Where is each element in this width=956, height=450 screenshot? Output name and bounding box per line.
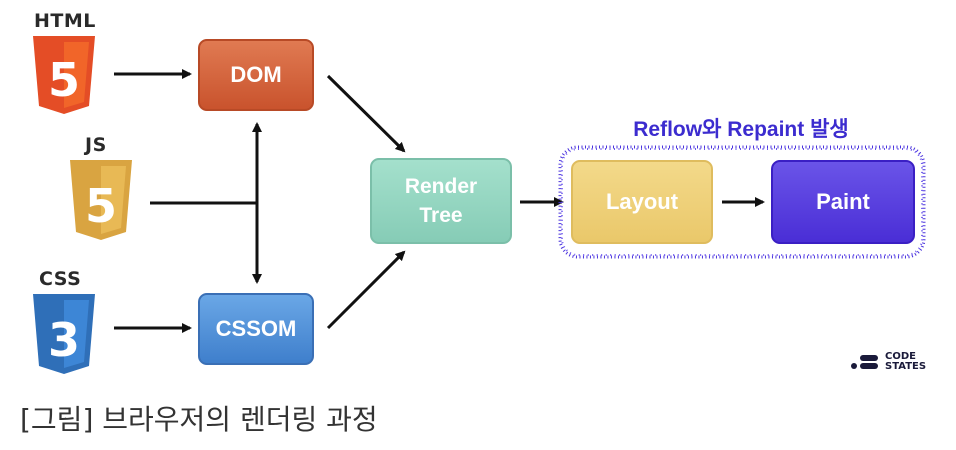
css3-number: 3 — [48, 313, 80, 367]
css3-logo-icon: 3 — [33, 294, 95, 374]
layout-label: Layout — [605, 189, 679, 214]
layout-node: Layout — [571, 160, 713, 244]
js5-number: 5 — [85, 179, 117, 233]
brand-line2: STATES — [885, 361, 927, 372]
arrow-dom-to-render — [326, 74, 406, 153]
paint-node: Paint — [771, 160, 915, 244]
reflow-repaint-group-outline-inner — [561, 148, 923, 256]
figure-caption: [그림] 브라우저의 렌더링 과정 — [20, 403, 378, 436]
render-tree-node: Render Tree — [370, 158, 512, 244]
reflow-repaint-title: Reflow와 Repaint 발생 — [633, 118, 849, 141]
render-tree-label-line2: Tree — [419, 204, 463, 227]
html5-logo-icon: 5 — [33, 36, 95, 114]
cssom-label: CSSOM — [215, 316, 297, 341]
js5-logo-icon: 5 — [70, 160, 132, 240]
html-label: HTML — [34, 10, 96, 32]
brand-line1: CODE — [885, 351, 916, 362]
code-states-logo-icon — [851, 355, 878, 369]
arrow-cssom-to-render — [326, 250, 406, 330]
html5-number: 5 — [48, 53, 80, 107]
js-label: JS — [85, 134, 107, 156]
paint-label: Paint — [816, 189, 870, 214]
css-label: CSS — [39, 268, 82, 290]
reflow-repaint-group-outline — [558, 145, 926, 259]
code-states-logo: CODE STATES — [850, 352, 926, 372]
cssom-node: CSSOM — [198, 293, 314, 365]
dom-node: DOM — [198, 39, 314, 111]
dom-label: DOM — [230, 62, 282, 87]
render-tree-label-line1: Render — [404, 175, 478, 198]
